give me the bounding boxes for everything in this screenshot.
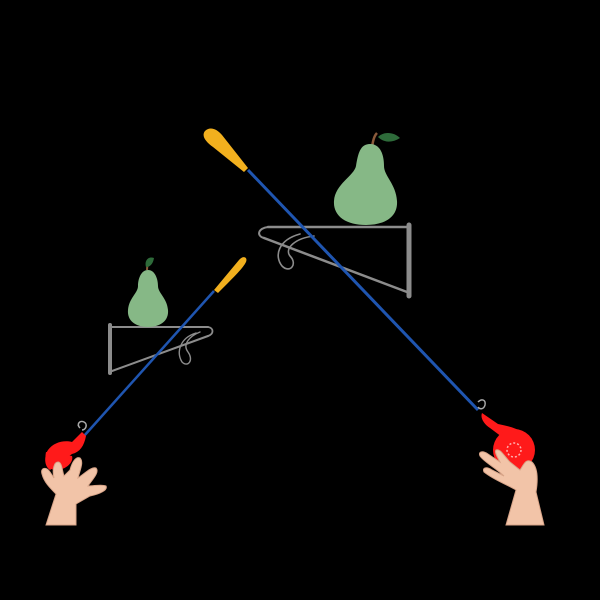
pear-leaf: [378, 132, 400, 142]
pear-leaf: [145, 257, 154, 267]
right-pear-icon[interactable]: [333, 132, 400, 225]
right-hand-icon[interactable]: [479, 449, 545, 526]
left-station: [41, 257, 247, 526]
left-fishing-line: [83, 290, 215, 437]
left-fishing-rod-icon[interactable]: [214, 257, 247, 293]
left-reel-icon[interactable]: [45, 420, 87, 470]
right-station: [203, 128, 545, 526]
left-hand-icon[interactable]: [41, 457, 107, 526]
left-wall-shelf-icon[interactable]: [108, 323, 214, 375]
right-wall-shelf-icon[interactable]: [258, 222, 412, 299]
pear-body: [127, 270, 169, 327]
pear-body: [333, 144, 398, 225]
left-pear-icon[interactable]: [127, 257, 169, 327]
right-fishing-line: [246, 168, 480, 412]
right-fishing-rod-icon[interactable]: [203, 128, 248, 172]
